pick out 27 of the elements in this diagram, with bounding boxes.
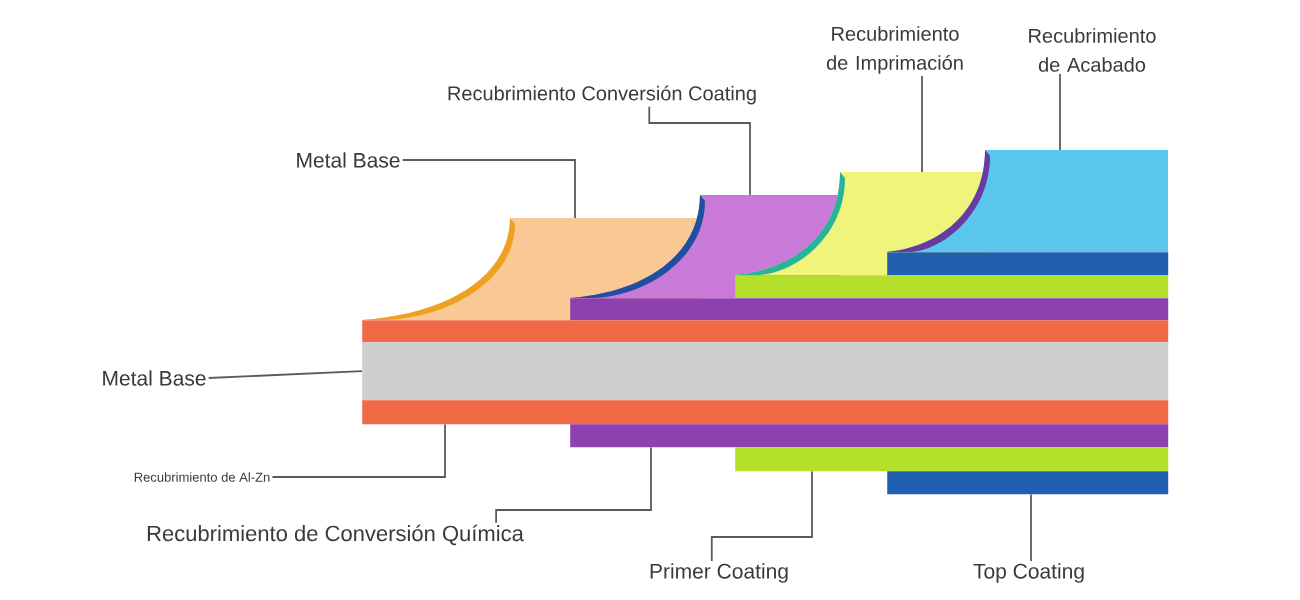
layer-band — [735, 447, 1169, 472]
layer-band — [570, 424, 1169, 448]
layer-label: Recubrimiento Conversión Coating — [448, 85, 756, 105]
layer-label: Recubrimiento de Al-Zn — [134, 472, 270, 482]
leader-line — [401, 159, 576, 219]
layer-band — [570, 298, 1169, 321]
layer-band — [362, 400, 1169, 425]
leader-line — [648, 105, 751, 196]
layer-band — [362, 342, 1169, 401]
layer-label: Recubrimiento de Imprimación — [826, 26, 963, 74]
layer-label: Primer Coating — [650, 563, 788, 583]
leader-line — [207, 370, 363, 379]
leader-line — [271, 423, 446, 478]
layer-band — [362, 320, 1169, 343]
layer-band — [887, 252, 1169, 276]
layer-band — [735, 275, 1169, 299]
layer-label: Metal Base — [297, 152, 400, 168]
layer-label: Recubrimiento de Conversión Química — [147, 524, 524, 546]
leader-line — [921, 75, 923, 173]
leader-line — [1059, 73, 1061, 151]
leader-line — [1030, 493, 1032, 562]
layer-label: Top Coating — [973, 563, 1084, 583]
layer-band — [887, 471, 1169, 495]
leader-line — [495, 446, 652, 524]
layer-label: Recubrimiento de Acabado — [1029, 28, 1156, 72]
leader-line — [710, 470, 813, 562]
layer-label: Metal Base — [103, 370, 206, 386]
